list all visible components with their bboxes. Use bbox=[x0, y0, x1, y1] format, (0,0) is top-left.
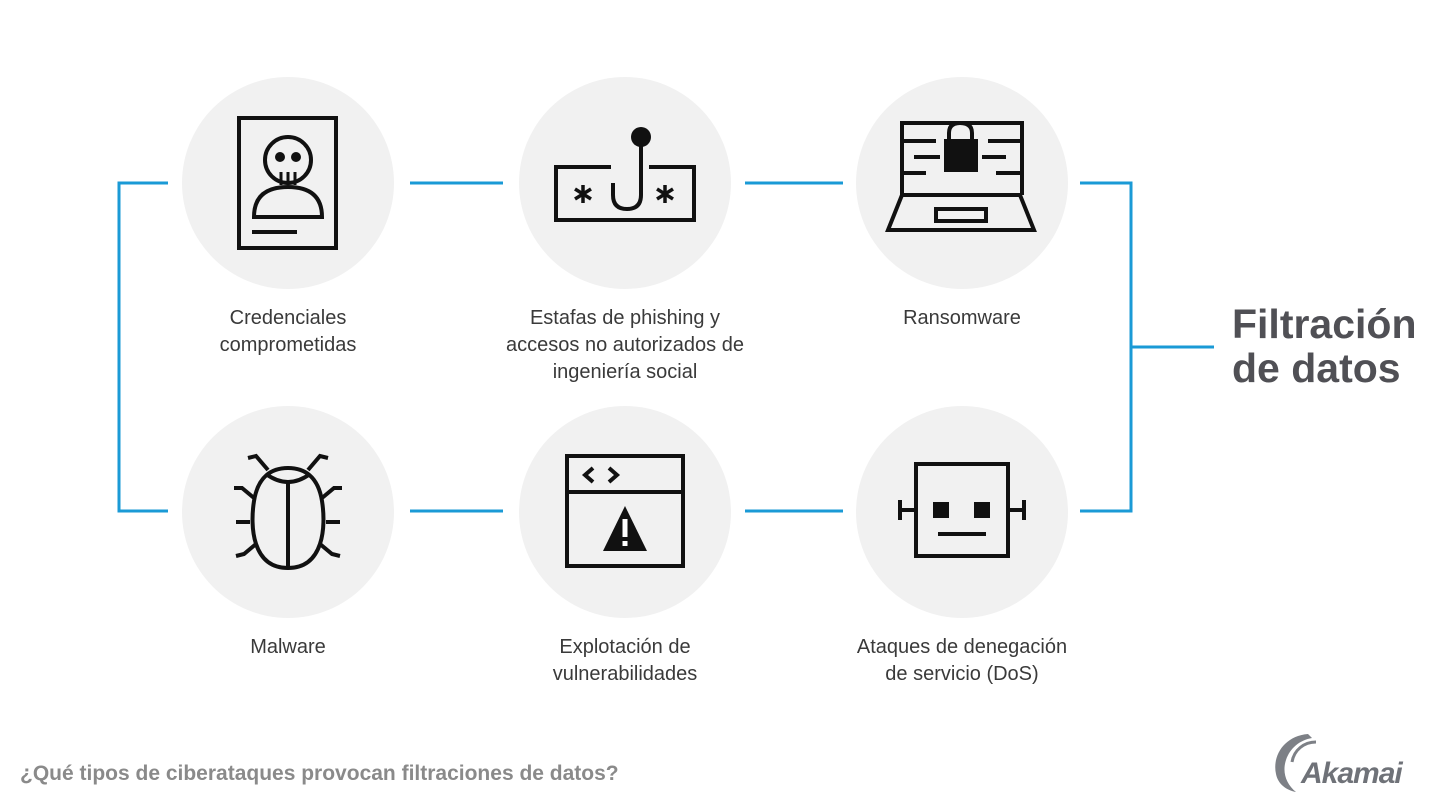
label-phishing: Estafas de phishing y accesos no autoriz… bbox=[506, 307, 744, 383]
akamai-logo-swoosh-icon bbox=[1275, 734, 1317, 792]
phishing-hook-icon bbox=[554, 127, 696, 222]
node-phishing bbox=[519, 77, 731, 289]
label-compromised-credentials: Credenciales comprometidas bbox=[219, 307, 357, 356]
label-dos: Ataques de denegación de servicio (DoS) bbox=[856, 636, 1068, 685]
compromised-credentials-icon bbox=[237, 116, 338, 250]
node-ransomware bbox=[856, 77, 1068, 289]
label-ransomware: Ransomware bbox=[903, 307, 1021, 329]
diagram-title: Filtración de datos bbox=[1232, 301, 1417, 391]
node-malware bbox=[182, 406, 394, 618]
label-malware: Malware bbox=[250, 636, 326, 658]
label-vulnerabilities: Explotación de vulnerabilidades bbox=[552, 636, 698, 685]
malware-bug-icon bbox=[234, 453, 342, 571]
vulnerability-browser-warning-icon bbox=[565, 454, 685, 568]
brand-logo-text: Akamai bbox=[1301, 757, 1403, 790]
page-subtitle: ¿Qué tipos de ciberataques provocan filt… bbox=[20, 762, 619, 785]
node-dos bbox=[856, 406, 1068, 618]
node-compromised-credentials bbox=[182, 77, 394, 289]
node-vulnerabilities bbox=[519, 406, 731, 618]
dos-robot-icon bbox=[898, 462, 1026, 558]
ransomware-laptop-lock-icon bbox=[885, 120, 1037, 232]
